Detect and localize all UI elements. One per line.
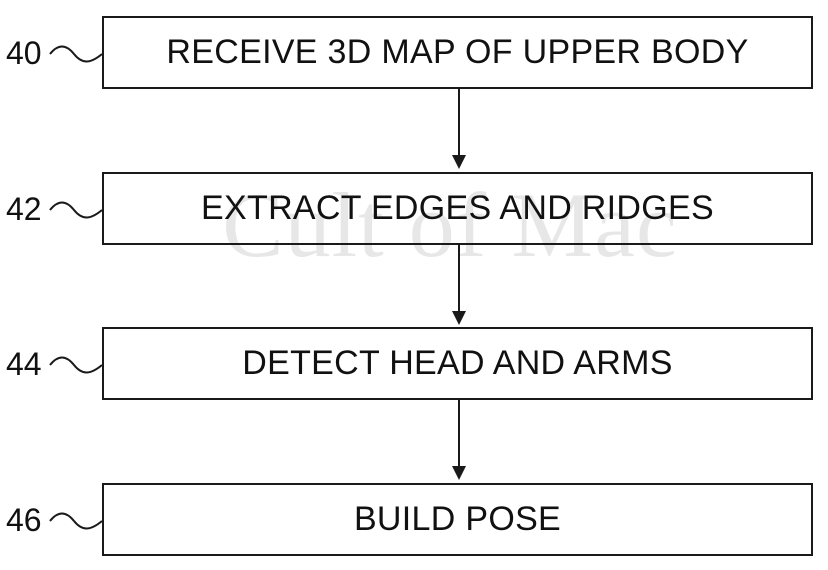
arrow-down-icon — [452, 400, 466, 480]
leader-line-icon — [49, 356, 103, 374]
leader-line-icon — [49, 201, 103, 219]
arrow-down-icon — [452, 245, 466, 325]
step-box-detect-head-arms: DETECT HEAD AND ARMS — [102, 327, 813, 400]
step-box-build-pose: BUILD POSE — [102, 483, 813, 556]
reference-number-40: 40 — [6, 35, 42, 71]
step-label: EXTRACT EDGES AND RIDGES — [201, 189, 714, 227]
step-box-receive-map: RECEIVE 3D MAP OF UPPER BODY — [102, 16, 813, 89]
step-label: RECEIVE 3D MAP OF UPPER BODY — [166, 33, 749, 71]
leader-line-icon — [49, 45, 103, 63]
arrow-down-icon — [452, 89, 466, 169]
step-label: DETECT HEAD AND ARMS — [242, 344, 673, 382]
step-label: BUILD POSE — [353, 500, 562, 538]
reference-number-44: 44 — [6, 346, 42, 382]
leader-line-icon — [49, 512, 103, 530]
step-box-extract-edges: EXTRACT EDGES AND RIDGES — [102, 172, 813, 245]
reference-number-46: 46 — [6, 502, 42, 538]
reference-number-42: 42 — [6, 191, 42, 227]
